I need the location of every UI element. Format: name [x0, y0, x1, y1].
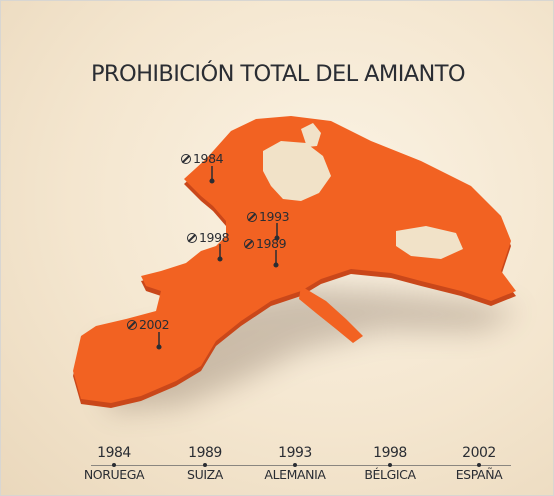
timeline-item: 2002 ESPAÑA: [434, 446, 524, 482]
timeline-dot: [388, 463, 392, 467]
sea-baltic: [263, 141, 331, 201]
timeline-year: 1993: [278, 445, 312, 461]
timeline-year: 1998: [373, 445, 407, 461]
sea-black: [396, 226, 463, 259]
pin-dot-switzerland: [273, 262, 279, 268]
timeline-item: 1993 ALEMANIA: [250, 446, 340, 482]
timeline-dot: [477, 463, 481, 467]
pin-dot-spain: [156, 344, 162, 350]
pin-label-germany: 1993: [247, 209, 290, 224]
timeline-country: ESPAÑA: [455, 467, 503, 482]
timeline-year: 1989: [188, 445, 222, 461]
ban-icon: [187, 233, 197, 243]
ban-icon: [247, 212, 257, 222]
pin-label-norway: 1984: [181, 151, 224, 166]
timeline-dot: [112, 463, 116, 467]
timeline-year: 2002: [462, 445, 496, 461]
timeline-dot: [203, 463, 207, 467]
timeline-item: 1998 BÉLGICA: [345, 446, 435, 482]
pin-dot-belgium: [217, 256, 223, 262]
island-britain: [229, 199, 249, 221]
timeline-country: NORUEGA: [83, 467, 145, 482]
pin-dot-norway: [209, 178, 215, 184]
timeline-year: 1984: [97, 445, 131, 461]
pin-label-switzerland: 1989: [244, 236, 287, 251]
timeline-country: BÉLGICA: [364, 467, 416, 482]
ban-icon: [181, 154, 191, 164]
timeline-country: ALEMANIA: [264, 467, 326, 482]
timeline-country: SUIZA: [187, 467, 223, 482]
pin-dot-germany: [274, 235, 280, 241]
timeline-dot: [293, 463, 297, 467]
sea-bothnia: [301, 123, 321, 147]
timeline-item: 1984 NORUEGA: [69, 446, 159, 482]
map-title: PROHIBICIÓN TOTAL DEL AMIANTO: [90, 61, 466, 87]
pin-label-spain: 2002: [127, 317, 170, 332]
timeline-line: [91, 465, 511, 466]
peninsula-italy: [299, 286, 363, 343]
ban-icon: [244, 239, 254, 249]
timeline-item: 1989 SUIZA: [160, 446, 250, 482]
pin-label-belgium: 1998: [187, 230, 230, 245]
europe-landmass: [73, 116, 516, 403]
ban-icon: [127, 320, 137, 330]
